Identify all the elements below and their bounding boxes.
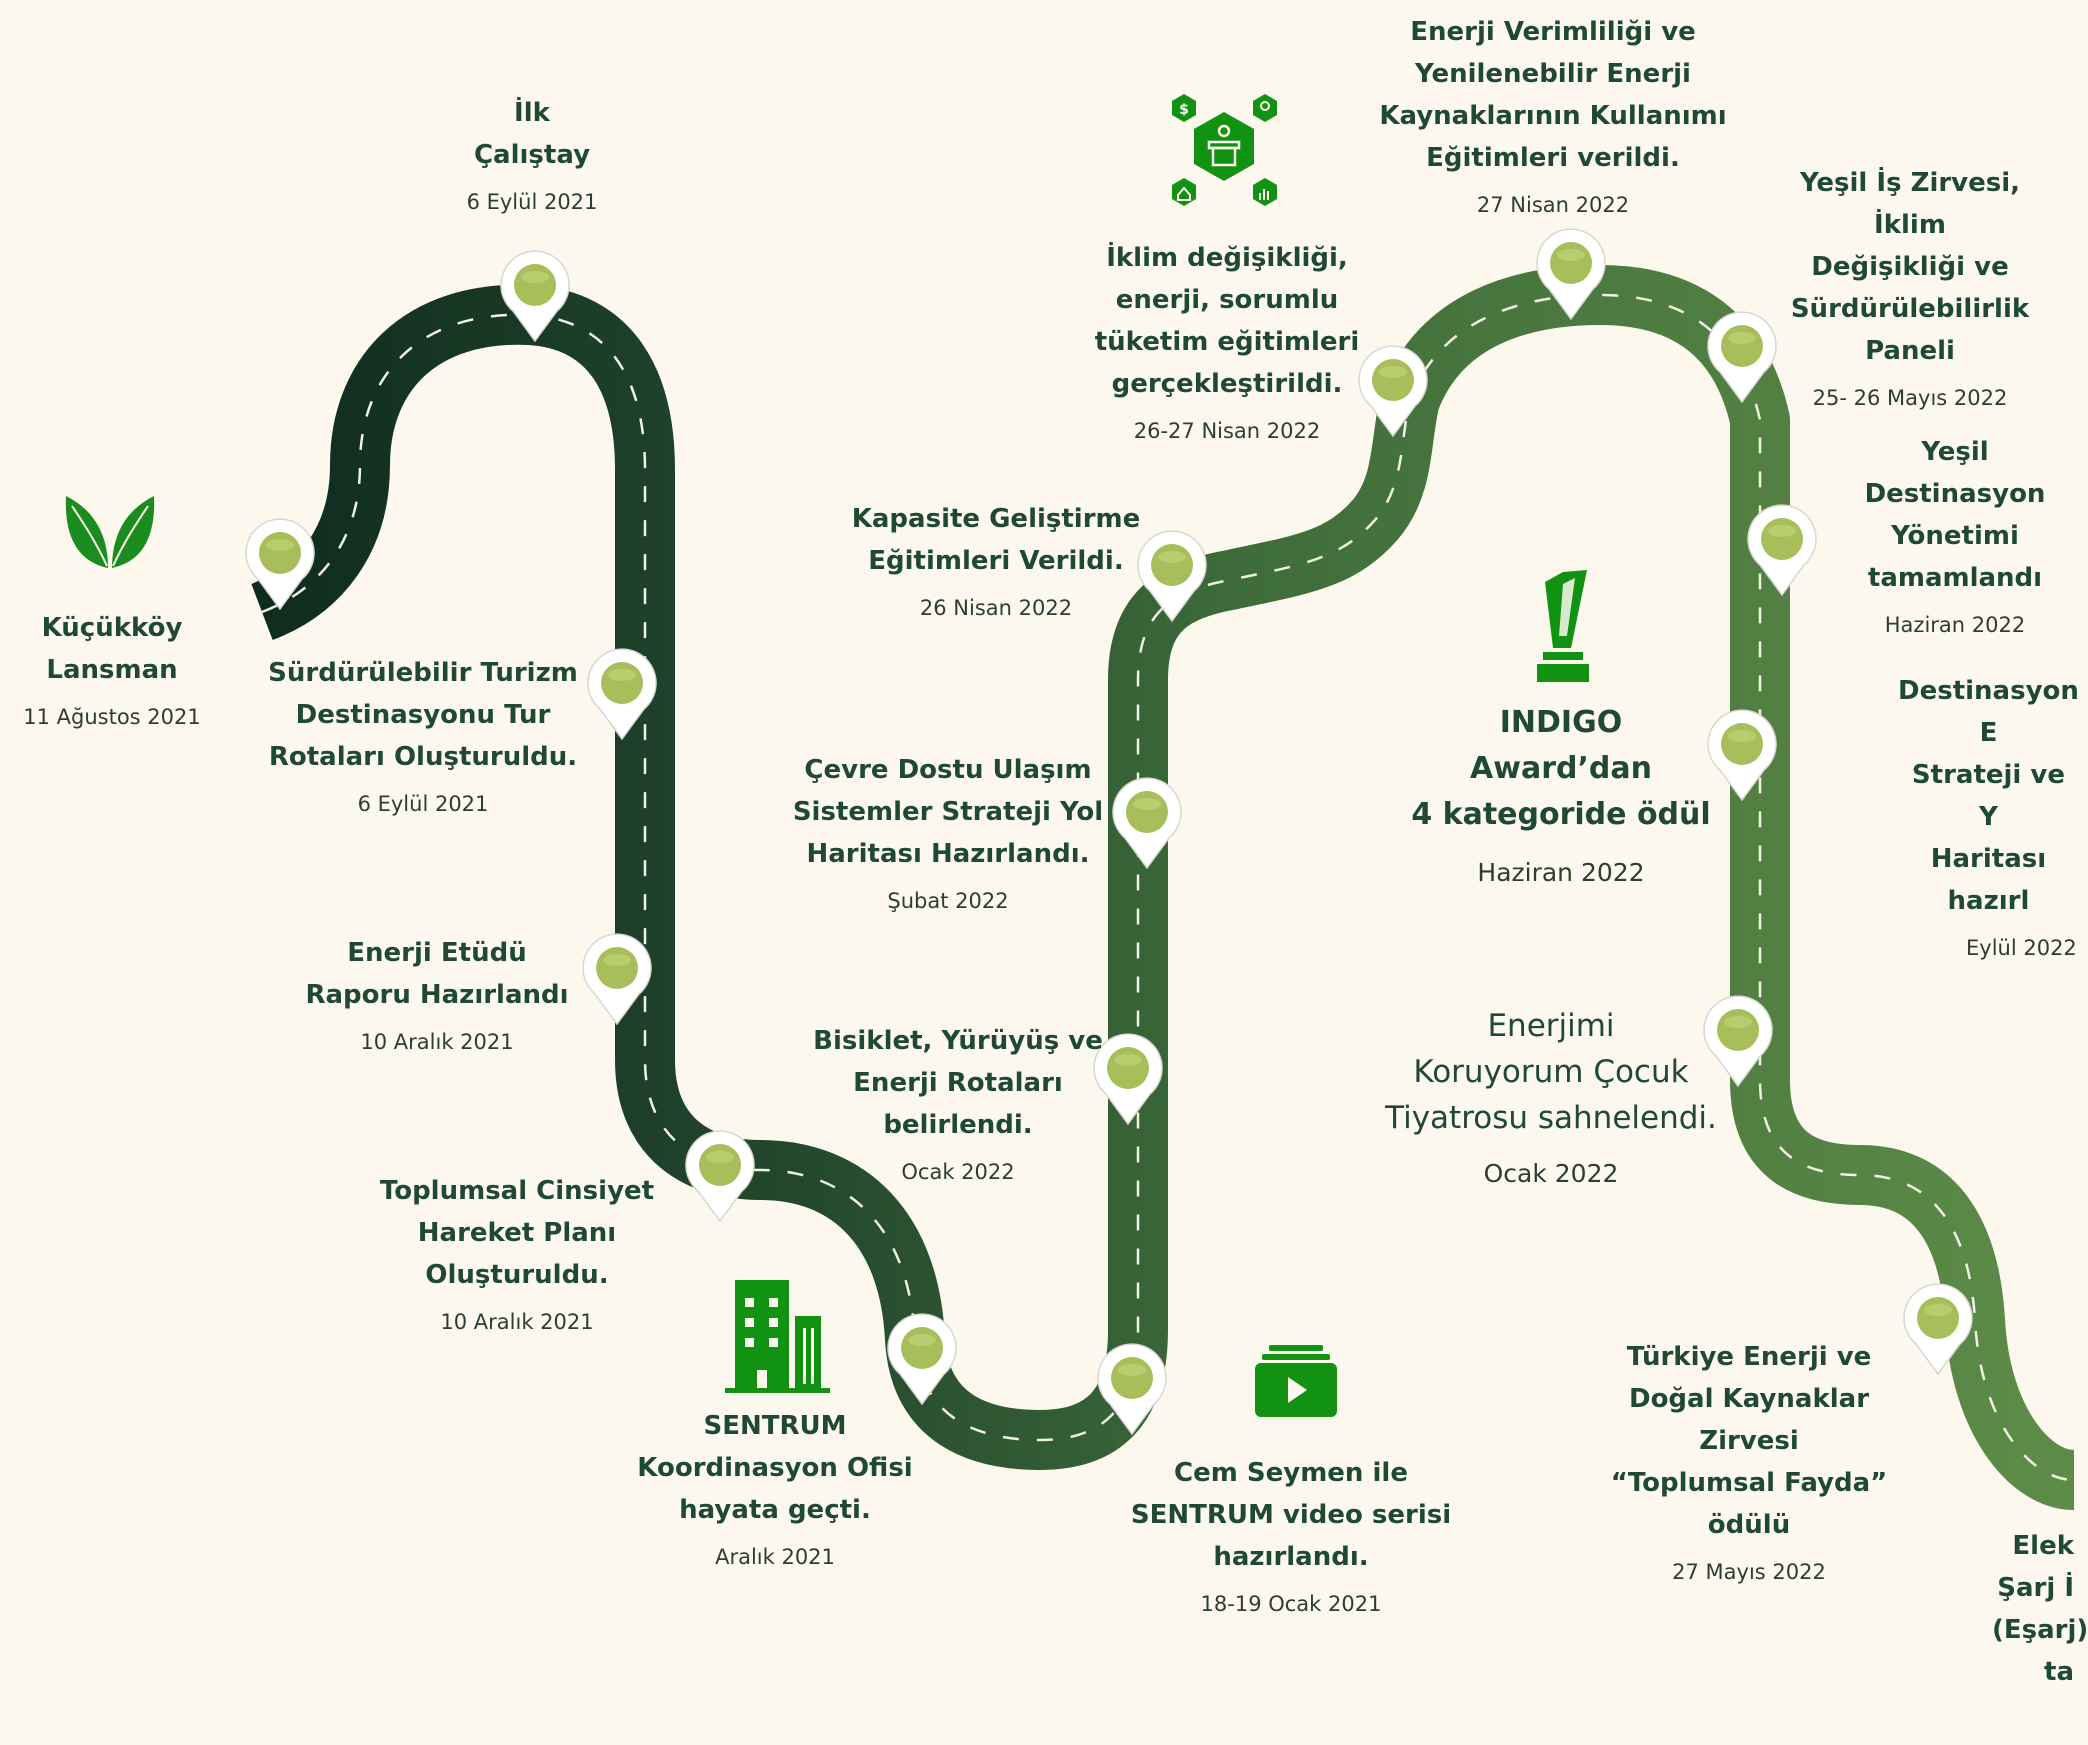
map-pin-icon[interactable]: [581, 932, 653, 1030]
event-date: 25- 26 Mayıs 2022: [1812, 386, 2008, 410]
event-elektrikli-sarj: Elek Şarj İ (Eşarj) ta: [1992, 1525, 2088, 1693]
building-icon: [725, 1278, 830, 1400]
event-iklim-egitimleri: İklim değişikliği, enerji, sorumlu tüket…: [1095, 237, 1360, 443]
map-pin-icon[interactable]: [244, 517, 316, 615]
event-date: 10 Aralık 2021: [440, 1310, 594, 1334]
event-sentrum-ofisi: SENTRUM Koordinasyon Ofisi hayata geçti.…: [637, 1405, 912, 1569]
event-title: Küçükköy Lansman: [41, 613, 183, 685]
event-toplumsal-cinsiyet: Toplumsal Cinsiyet Hareket Planı Oluştur…: [380, 1170, 654, 1334]
map-pin-icon[interactable]: [684, 1129, 756, 1227]
map-pin-icon[interactable]: [1902, 1282, 1974, 1380]
event-title: Türkiye Enerji ve Doğal Kaynaklar Zirves…: [1610, 1342, 1888, 1540]
map-pin-icon[interactable]: [1535, 227, 1607, 325]
event-title: Enerjimi Koruyorum Çocuk Tiyatrosu sahne…: [1385, 1008, 1717, 1136]
event-date: Haziran 2022: [1884, 613, 2026, 637]
event-date: Eylül 2022: [1966, 936, 2077, 960]
event-date: Ocak 2022: [901, 1160, 1015, 1184]
trophy-icon: [1533, 570, 1593, 689]
map-pin-icon[interactable]: [1357, 344, 1429, 442]
event-title: Yeşil Destinasyon Yönetimi tamamlandı: [1864, 437, 2046, 593]
event-title: Elek Şarj İ (Eşarj) ta: [1992, 1531, 2088, 1687]
event-tur-rotalari: Sürdürülebilir Turizm Destinasyonu Tur R…: [268, 652, 578, 816]
event-date: 27 Mayıs 2022: [1672, 1560, 1826, 1584]
event-date: 26-27 Nisan 2022: [1133, 419, 1321, 443]
event-date: 6 Eylül 2021: [466, 190, 598, 214]
event-title: Enerji Verimliliği ve Yenilenebilir Ener…: [1379, 17, 1727, 173]
map-pin-icon[interactable]: [586, 647, 658, 745]
map-pin-icon[interactable]: [499, 249, 571, 347]
map-pin-icon[interactable]: [1111, 776, 1183, 874]
map-pin-icon[interactable]: [1706, 310, 1778, 408]
event-kapasite-gelistirme: Kapasite Geliştirme Eğitimleri Verildi. …: [852, 498, 1141, 620]
event-indigo-award: INDIGO Award’dan 4 kategoride ödül Hazir…: [1411, 700, 1710, 887]
svg-text:$: $: [1179, 102, 1189, 118]
map-pin-icon[interactable]: [1136, 529, 1208, 627]
event-destinasyon-strateji: Destinasyon E Strateji ve Y Haritası haz…: [1898, 670, 2079, 960]
event-title: Toplumsal Cinsiyet Hareket Planı Oluştur…: [379, 1176, 655, 1290]
map-pin-icon[interactable]: [1096, 1342, 1168, 1440]
event-title: INDIGO Award’dan 4 kategoride ödül: [1411, 705, 1711, 832]
event-date: Haziran 2022: [1477, 858, 1645, 887]
event-title: SENTRUM Koordinasyon Ofisi hayata geçti.: [637, 1411, 913, 1525]
event-title: Sürdürülebilir Turizm Destinasyonu Tur R…: [268, 658, 578, 772]
event-date: Ocak 2022: [1483, 1159, 1619, 1188]
event-date: 26 Nisan 2022: [919, 596, 1073, 620]
map-pin-icon[interactable]: [1746, 503, 1818, 601]
event-title: İklim değişikliği, enerji, sorumlu tüket…: [1094, 243, 1360, 399]
event-cevre-dostu-ulasim: Çevre Dostu Ulaşım Sistemler Strateji Yo…: [793, 749, 1103, 913]
leaf-icon: [60, 490, 160, 574]
map-pin-icon[interactable]: [1702, 994, 1774, 1092]
map-pin-icon[interactable]: [886, 1312, 958, 1410]
event-date: 27 Nisan 2022: [1476, 193, 1630, 217]
event-title: Destinasyon E Strateji ve Y Haritası haz…: [1898, 676, 2079, 916]
event-video-serisi: Cem Seymen ile SENTRUM video serisi hazı…: [1131, 1452, 1451, 1616]
event-bisiklet-rotalari: Bisiklet, Yürüyüş ve Enerji Rotaları bel…: [813, 1020, 1103, 1184]
event-date: Aralık 2021: [715, 1545, 835, 1569]
event-title: Bisiklet, Yürüyüş ve Enerji Rotaları bel…: [813, 1026, 1103, 1140]
event-date: 10 Aralık 2021: [360, 1030, 514, 1054]
map-pin-icon[interactable]: [1092, 1032, 1164, 1130]
event-title: Cem Seymen ile SENTRUM video serisi hazı…: [1130, 1458, 1452, 1572]
event-yesil-is-zirvesi: Yeşil İş Zirvesi, İklim Değişikliği ve S…: [1791, 162, 2029, 410]
event-title: Kapasite Geliştirme Eğitimleri Verildi.: [851, 504, 1141, 576]
presentation-icon: $: [1172, 92, 1277, 218]
event-date: Şubat 2022: [887, 889, 1009, 913]
event-enerji-etudu: Enerji Etüdü Raporu Hazırlandı 10 Aralık…: [305, 932, 568, 1054]
event-date: 11 Ağustos 2021: [23, 705, 201, 729]
event-ilk-calistay: İlk Çalıştay 6 Eylül 2021: [467, 92, 598, 214]
event-cocuk-tiyatrosu: Enerjimi Koruyorum Çocuk Tiyatrosu sahne…: [1385, 1003, 1717, 1188]
event-date: 6 Eylül 2021: [357, 792, 489, 816]
event-title: Enerji Etüdü Raporu Hazırlandı: [305, 938, 569, 1010]
event-title: Çevre Dostu Ulaşım Sistemler Strateji Yo…: [792, 755, 1104, 869]
map-pin-icon[interactable]: [1706, 708, 1778, 806]
road-center-line: [261, 293, 2075, 1482]
event-title: İlk Çalıştay: [473, 98, 591, 170]
video-icon: [1255, 1345, 1337, 1421]
event-date: 18-19 Ocak 2021: [1200, 1592, 1382, 1616]
event-kucukkoy-lansman: Küçükköy Lansman 11 Ağustos 2021: [23, 607, 201, 729]
event-toplumsal-fayda-odulu: Türkiye Enerji ve Doğal Kaynaklar Zirves…: [1587, 1336, 1912, 1584]
event-yesil-destinasyon: Yeşil Destinasyon Yönetimi tamamlandı Ha…: [1865, 431, 2046, 637]
event-title: Yeşil İş Zirvesi, İklim Değişikliği ve S…: [1790, 168, 2030, 366]
event-enerji-verimliligi: Enerji Verimliliği ve Yenilenebilir Ener…: [1379, 11, 1726, 217]
